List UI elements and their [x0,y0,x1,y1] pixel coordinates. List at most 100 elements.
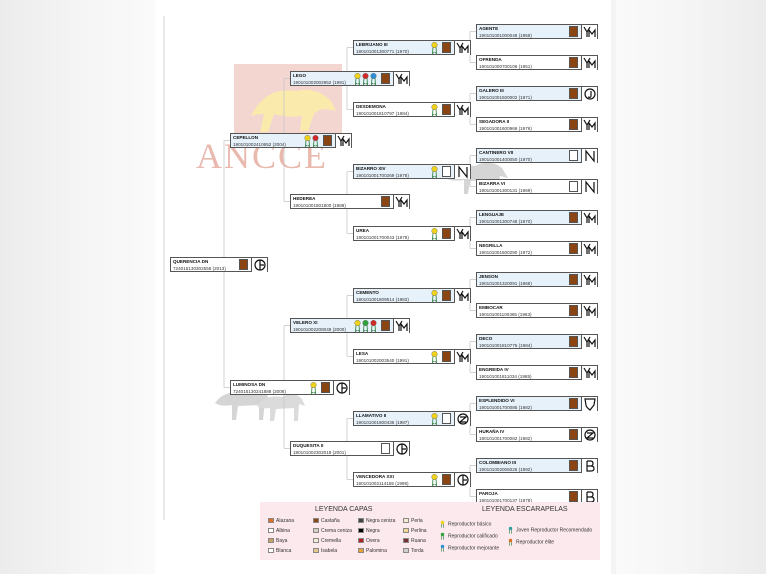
legend-capa-item: Alazana [268,518,294,524]
legend-capa-label: Crema ceniza [321,528,352,534]
coat-swatch [268,538,274,544]
coat-color-swatch [239,259,248,270]
coat-swatch [358,548,364,554]
legend-capa-label: Perla [411,518,423,524]
horse-name: DESDEMONA [356,104,386,109]
horse-registration: 190101001500290 (1972) [479,250,532,255]
horse-card[interactable]: QUERENCIA DN 724015130302556 (2013) [170,257,268,272]
horse-name: CANTINERO VII [479,150,514,155]
legend-capa-item: Albina [268,528,290,534]
legend-escarapela-item: Reproductor mejorante [440,544,499,552]
horse-name: UREA [356,228,370,233]
horse-name: JENSON [479,274,498,279]
horses-watermark-icon-2 [215,389,305,421]
rosette-icon [370,72,377,86]
coat-color-swatch [381,196,390,207]
horse-name: LENGUAJE [479,212,505,217]
coat-color-swatch [569,274,578,285]
coat-color-swatch [569,150,578,161]
z-brand-icon [454,412,470,426]
coat-color-swatch [442,42,451,53]
coat-color-swatch [442,166,451,177]
rosette-icon [508,526,513,534]
legend-capa-label: Baya [276,538,288,544]
legend-escarapela-item: Reproductor calificado [440,532,498,540]
coat-color-swatch [569,243,578,254]
horse-registration: 724015130302556 (2013) [173,266,226,271]
horse-registration: 190101001700082 (1982) [479,436,532,441]
background-left [0,0,155,574]
horse-name: DECO [479,336,493,341]
legend-escarapelas-title: LEYENDA ESCARAPELAS [482,506,568,513]
coat-swatch [268,548,274,554]
legend-capa-label: Perlina [411,528,427,534]
circle-line-brand-icon [251,258,267,272]
legend-capa-item: Negra ceniza [358,518,395,524]
horse-name: DUQUESITA II [293,443,324,448]
horse-name: LESA [356,351,369,356]
legend-capa-label: Cremella [321,538,342,544]
horse-card[interactable]: BIZARRO XIV 190101001700269 (1978) [353,164,471,179]
horse-card[interactable]: LEBRIJANO III 190101001300771 (1970) [353,40,471,55]
legend-capa-label: Palomina [366,548,387,554]
z-brand-icon [581,428,597,442]
legend-capa-item: Isabela [313,548,337,554]
horse-registration: 190101001700043 (1978) [356,235,409,240]
horse-name: OFRENDA [479,57,502,62]
horse-name: QUERENCIA DN [173,259,209,264]
horse-registration: 190101001400050 (1970) [479,157,532,162]
horse-card[interactable]: UREA 190101001700043 (1978) [353,226,471,241]
horse-name: VELERO XI [293,320,318,325]
coat-color-swatch [442,351,451,362]
legend-escarapela-label: Reproductor básico [448,521,492,528]
legend-escarapela-item: Reproductor élite [508,538,554,546]
ym-brand-icon [393,319,409,333]
coat-swatch [403,528,409,534]
legend-capa-item: Castaña [313,518,340,524]
rosette-icon [431,103,438,117]
ym-brand-icon [581,56,597,70]
horse-name: BIZARRO XIV [356,166,386,171]
horse-registration: 190101001300771 (1970) [356,49,409,54]
circle-j-brand-icon [581,87,597,101]
horse-name: LEBRIJANO III [356,42,388,47]
rosette-icon [431,412,438,426]
horse-name: LLAMATIVO II [356,413,387,418]
b-brand-icon [581,459,597,473]
legend-capa-label: Isabela [321,548,338,554]
horse-registration: 190101001700269 (1978) [356,173,409,178]
legend-capa-item: Perlina [403,528,427,534]
ym-brand-icon [454,227,470,241]
coat-color-swatch [381,443,390,454]
shield-brand-icon [581,397,597,411]
horse-card[interactable]: CANTINERO VII 190101001400050 (1970) [476,148,598,163]
coat-color-swatch [569,491,578,502]
rosette-icon [508,538,513,546]
coat-color-swatch [321,382,330,393]
